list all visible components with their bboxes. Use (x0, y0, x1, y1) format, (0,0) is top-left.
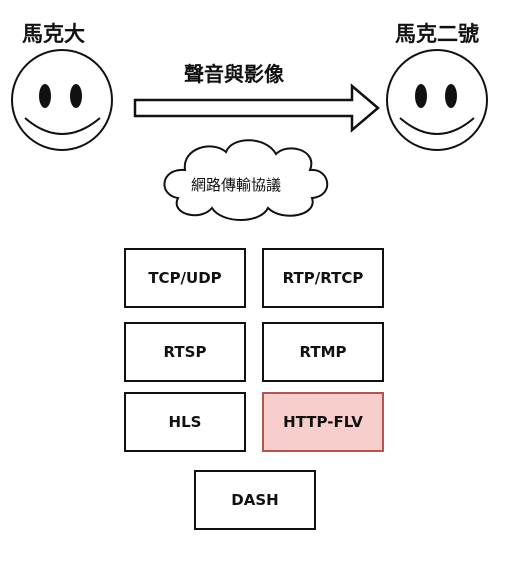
protocol-box-http-flv: HTTP-FLV (262, 392, 384, 452)
protocol-box-rtmp: RTMP (262, 322, 384, 382)
network-protocol-label: 網路傳輸協議 (191, 176, 282, 194)
protocol-box-dash: DASH (194, 470, 316, 530)
protocol-box-tcp-udp: TCP/UDP (124, 248, 246, 308)
smiley-face-icon-right (386, 49, 488, 151)
sender-name: 馬克大 (22, 22, 85, 46)
protocol-box-rtp-rtcp: RTP/RTCP (262, 248, 384, 308)
protocol-box-hls: HLS (124, 392, 246, 452)
media-flow-arrow-icon (133, 83, 380, 133)
protocol-box-rtsp: RTSP (124, 322, 246, 382)
receiver-name: 馬克二號 (395, 22, 479, 46)
network-cloud-icon (163, 139, 329, 221)
media-label: 聲音與影像 (184, 62, 284, 86)
smiley-face-icon-left (11, 49, 113, 151)
